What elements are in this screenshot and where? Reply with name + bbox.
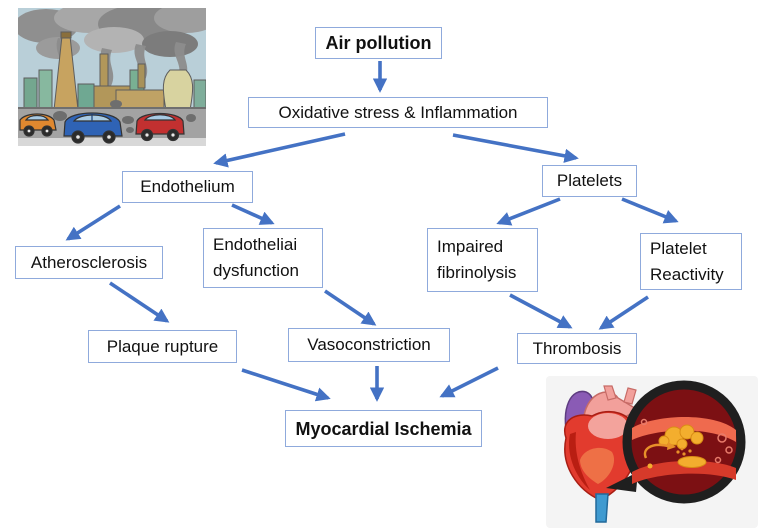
arrow-impaired-fibrinolysis-to-thrombosis <box>509 293 573 329</box>
node-plaque-rupture: Plaque rupture <box>88 330 237 363</box>
arrow-endothelial-dysfunction-to-vasoconstriction <box>323 289 377 326</box>
magnifier-clogged-artery-icon <box>622 380 746 504</box>
node-platelets: Platelets <box>542 165 637 197</box>
arrow-oxidative-stress-inflammation-to-platelets <box>452 133 579 163</box>
node-oxidative-stress-inflammation: Oxidative stress & Inflammation <box>248 97 548 128</box>
cars-icon <box>19 112 185 144</box>
node-impaired-fibrinolysis: Impaired fibrinolysis <box>427 228 538 292</box>
node-endothelial-dysfunction: Endotheliai dysfunction <box>203 228 323 288</box>
node-endothelium: Endothelium <box>122 171 253 203</box>
node-vasoconstriction: Vasoconstriction <box>288 328 450 362</box>
node-atherosclerosis: Atherosclerosis <box>15 246 163 279</box>
arrow-plaque-rupture-to-myocardial-ischemia <box>241 368 331 402</box>
heart-icon <box>563 385 657 523</box>
arrow-platelet-reactivity-to-thrombosis <box>598 295 649 330</box>
node-thrombosis: Thrombosis <box>517 333 637 364</box>
node-platelet-reactivity: Platelet Reactivity <box>640 233 742 290</box>
node-air-pollution: Air pollution <box>315 27 442 59</box>
arrow-oxidative-stress-inflammation-to-endothelium <box>213 132 346 168</box>
node-myocardial-ischemia: Myocardial Ischemia <box>285 410 482 447</box>
arrow-platelets-to-impaired-fibrinolysis <box>496 197 561 226</box>
magnifier-pointer <box>606 472 638 492</box>
arrow-atherosclerosis-to-plaque-rupture <box>109 281 170 323</box>
air-pollution-illustration <box>18 8 206 146</box>
arrow-platelets-to-platelet-reactivity <box>621 197 679 224</box>
heart-artery-illustration <box>546 376 758 528</box>
arrow-thrombosis-to-myocardial-ischemia <box>439 366 499 398</box>
arrow-endothelium-to-atherosclerosis <box>65 204 121 241</box>
arrow-endothelium-to-endothelial-dysfunction <box>231 203 275 225</box>
exhaust-smoke-icon <box>53 100 196 133</box>
